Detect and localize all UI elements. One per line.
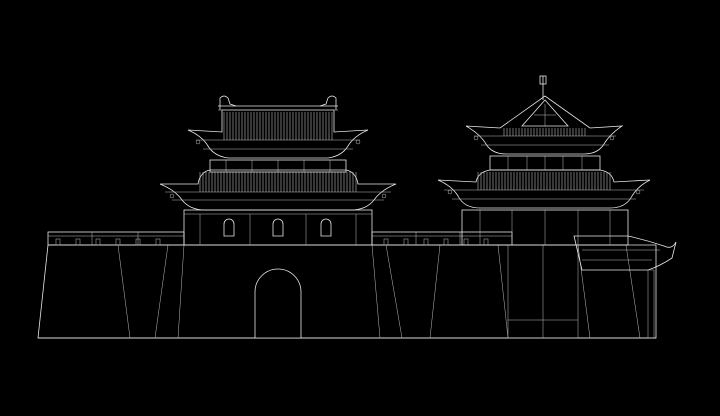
left-upper-columns	[225, 160, 331, 172]
wall-segments	[117, 244, 641, 339]
left-parapet	[47, 231, 185, 246]
left-ridge-beast-east	[319, 95, 337, 110]
left-gate-tower	[159, 95, 397, 246]
right-lower-roof-tiles	[477, 172, 611, 190]
right-upper-columns	[507, 156, 583, 170]
left-lower-roof-tiles	[199, 172, 357, 192]
left-windows	[223, 218, 332, 237]
right-upper-roof-tiles	[503, 128, 586, 136]
left-eave-ornaments	[169, 139, 387, 199]
left-upper-roof-tiles	[223, 112, 333, 140]
right-eave-ornaments	[447, 135, 641, 195]
left-ridge-beast-west	[219, 95, 237, 110]
left-upper-roof	[187, 109, 369, 159]
city-wall	[37, 231, 657, 339]
right-upper-roof	[465, 95, 624, 155]
right-annex-roof	[573, 235, 677, 271]
right-gate-tower	[437, 75, 677, 339]
right-hall-columns	[479, 210, 611, 245]
gate-arch	[254, 268, 302, 339]
left-hall-columns	[199, 214, 357, 245]
wall-body	[37, 244, 657, 339]
right-parapet	[371, 231, 513, 246]
left-hall-lower	[183, 209, 373, 246]
right-annex-post	[647, 269, 655, 339]
